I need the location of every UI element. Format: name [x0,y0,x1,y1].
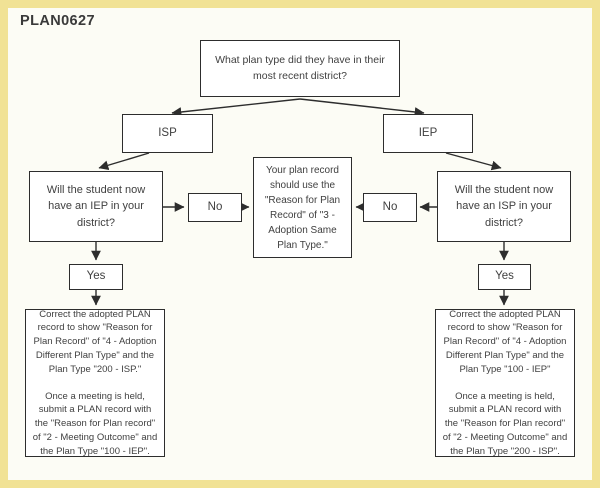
node-adoption-same-type: Your plan record should use the "Reason … [253,157,352,258]
node-yes-left: Yes [69,264,123,290]
node-no-right: No [363,193,417,222]
outcome-left-paragraph-2: Once a meeting is held, submit a PLAN re… [32,390,158,457]
node-yes-right: Yes [478,264,531,290]
node-outcome-right: Correct the adopted PLAN record to show … [435,309,575,457]
node-iep: IEP [383,114,473,153]
node-isp: ISP [122,114,213,153]
node-root-question: What plan type did they have in their mo… [200,40,400,97]
node-right-question-isp: Will the student now have an ISP in your… [437,171,571,242]
page-title: PLAN0627 [20,13,95,29]
outcome-right-paragraph-1: Correct the adopted PLAN record to show … [443,308,567,375]
outcome-left-paragraph-1: Correct the adopted PLAN record to show … [33,308,157,375]
node-left-question-iep: Will the student now have an IEP in your… [29,171,163,242]
node-outcome-left: Correct the adopted PLAN record to show … [25,309,165,457]
outcome-right-paragraph-2: Once a meeting is held, submit a PLAN re… [442,390,568,457]
node-no-left: No [188,193,242,222]
